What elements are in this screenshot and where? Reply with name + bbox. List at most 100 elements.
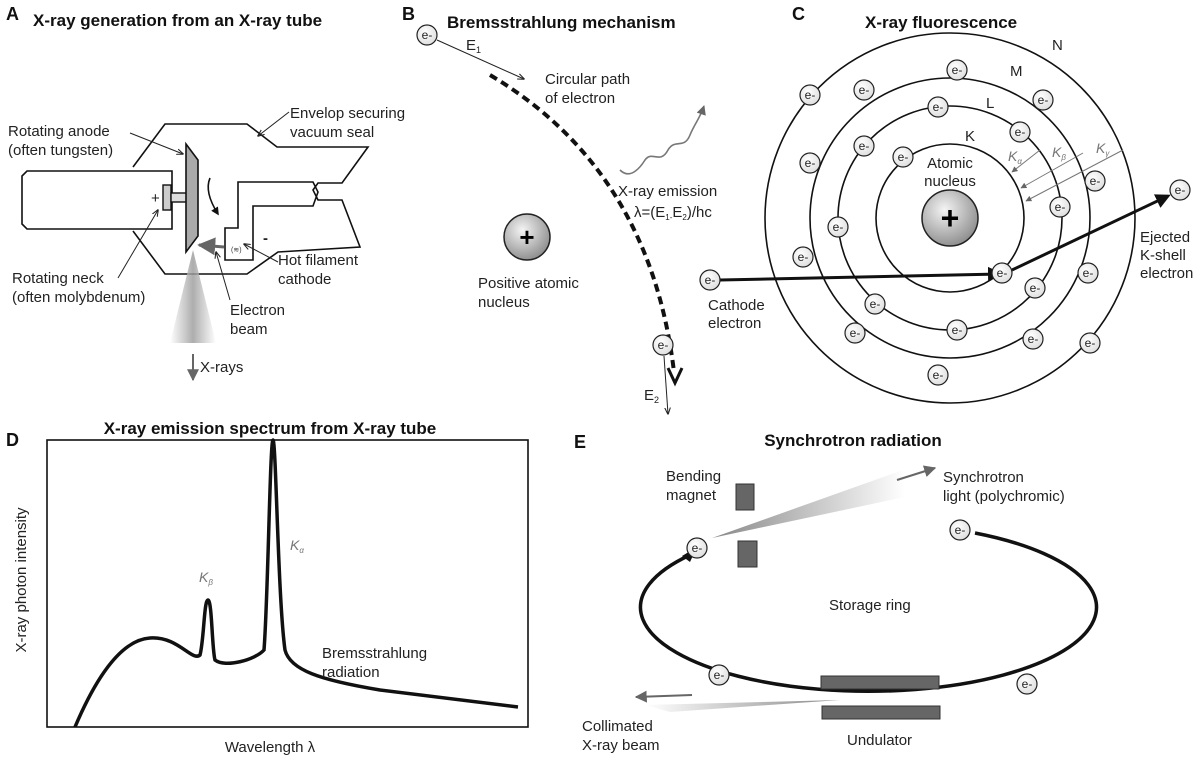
spectrum-curve xyxy=(73,438,519,728)
electron-icon xyxy=(699,269,721,291)
electron-label: e- xyxy=(952,323,963,337)
label-magnet: Bending xyxy=(666,468,721,485)
shell-k xyxy=(875,143,1025,293)
electron-icon xyxy=(991,262,1013,284)
electron-icon xyxy=(792,246,814,268)
label-ejected-2: K-shell xyxy=(1140,247,1186,264)
electron-icon xyxy=(827,216,849,238)
shell-n xyxy=(764,32,1136,404)
electron-icon xyxy=(652,334,674,356)
circular-path xyxy=(488,73,676,373)
electron-label: e- xyxy=(1038,93,1049,107)
electron-label: e- xyxy=(422,28,433,42)
e2-arrow xyxy=(663,355,668,414)
label-anode-2: (often tungsten) xyxy=(8,142,113,159)
electron-icon xyxy=(686,537,708,559)
y-axis-label: X-ray photon intensity xyxy=(13,507,30,653)
panel-c: C X-ray fluorescence K L M N + Atomic nu… xyxy=(708,4,1193,404)
label-beam: Collimated xyxy=(582,718,653,735)
electron-icon xyxy=(853,79,875,101)
electron-icon xyxy=(949,519,971,541)
electron-icon xyxy=(1084,170,1106,192)
xray-wave-icon xyxy=(619,105,706,175)
electron-label: e- xyxy=(805,156,816,170)
label-path-2: of electron xyxy=(545,90,615,107)
label-e2: E2 xyxy=(644,387,659,405)
electron-label: e- xyxy=(859,83,870,97)
electron-label: e- xyxy=(805,88,816,102)
electron-label: e- xyxy=(1090,174,1101,188)
rotating-neck xyxy=(162,184,172,211)
label-path: Circular path xyxy=(545,71,630,88)
electron-icon xyxy=(892,146,914,168)
label-nucleus-2: nucleus xyxy=(478,294,530,311)
panel-title: Synchrotron radiation xyxy=(764,431,942,450)
electron-label: e- xyxy=(1085,336,1096,350)
label-nucleus: Positive atomic xyxy=(478,275,579,292)
transition-arrows xyxy=(1011,149,1124,202)
panel-a: A X-ray generation from an X-ray tube (≋… xyxy=(6,4,405,382)
label-envelope-2: vacuum seal xyxy=(290,124,374,141)
electron-label: e- xyxy=(1030,281,1041,295)
electron-label: e- xyxy=(933,368,944,382)
label-nucleus: Atomic xyxy=(927,155,973,172)
e1-arrow xyxy=(436,39,524,79)
envelope-pointer xyxy=(258,111,290,136)
beam-pointer xyxy=(216,252,231,301)
label-l: L xyxy=(986,95,994,112)
electron-label: e- xyxy=(952,63,963,77)
electron-icon xyxy=(1077,262,1099,284)
label-beam-2: X-ray beam xyxy=(582,737,660,754)
bending-magnet-top xyxy=(735,483,755,511)
xray-cone xyxy=(170,250,216,343)
electron-icon xyxy=(1022,328,1044,350)
electron-label: e- xyxy=(859,139,870,153)
label-envelope: Envelop securing xyxy=(290,105,405,122)
electron-icon xyxy=(799,84,821,106)
panel-title: X-ray generation from an X-ray tube xyxy=(33,11,322,30)
label-n: N xyxy=(1052,37,1063,54)
x-axis-label: Wavelength λ xyxy=(225,739,316,756)
electron-icon xyxy=(844,322,866,344)
beam-arrow xyxy=(634,690,693,703)
nucleus xyxy=(503,213,551,261)
electron-icon xyxy=(708,664,730,686)
electron-icon xyxy=(927,96,949,118)
undulator-top xyxy=(820,675,940,690)
panel-d: D X-ray emission spectrum from X-ray tub… xyxy=(6,419,529,756)
electrons: e-e-e-e-e-e-e-e-e-e-e-e-e-e-e-e-e-e-e-e-… xyxy=(416,24,1191,695)
electron-icon xyxy=(946,319,968,341)
anode-shaft xyxy=(21,170,173,230)
panel-label: C xyxy=(792,4,805,24)
electron-label: e- xyxy=(1028,332,1039,346)
label-k-alpha: Kα xyxy=(1008,148,1022,166)
electron-label: e- xyxy=(870,297,881,311)
panel-title: X-ray fluorescence xyxy=(865,13,1017,32)
label-brems-2: radiation xyxy=(322,664,380,681)
panel-title: X-ray emission spectrum from X-ray tube xyxy=(104,419,437,438)
electron-label: e- xyxy=(850,326,861,340)
label-e1: E1 xyxy=(466,37,481,55)
label-light-2: light (polychromic) xyxy=(943,488,1065,505)
label-brems: Bremsstrahlung xyxy=(322,645,427,662)
light-arrow xyxy=(896,465,937,481)
label-ring: Storage ring xyxy=(829,597,911,614)
electron-icon xyxy=(1079,332,1101,354)
electron-label: e- xyxy=(1175,183,1186,197)
label-cathode-2: electron xyxy=(708,315,761,332)
cathode-pointer xyxy=(244,244,279,263)
panel-label: A xyxy=(6,4,19,24)
panel-label: E xyxy=(574,432,586,452)
electron-label: e- xyxy=(898,150,909,164)
electron-icon xyxy=(1169,179,1191,201)
electron-label: e- xyxy=(1015,125,1026,139)
electron-label: e- xyxy=(955,523,966,537)
electron-icon xyxy=(1016,673,1038,695)
electron-icon xyxy=(799,152,821,174)
label-formula: λ=(E1-E2)/hc xyxy=(634,204,712,222)
plus-icon: + xyxy=(941,200,960,236)
electron-icon xyxy=(853,135,875,157)
electron-label: e- xyxy=(798,250,809,264)
label-nucleus-2: nucleus xyxy=(924,173,976,190)
electron-icon xyxy=(416,24,438,46)
